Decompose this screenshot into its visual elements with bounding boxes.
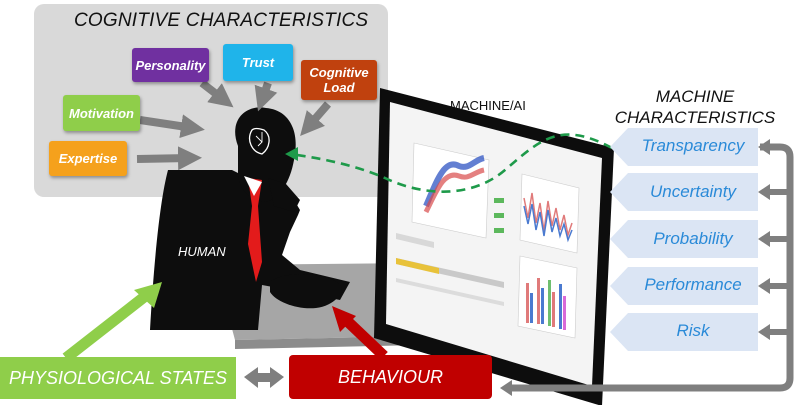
chip-motivation: Motivation xyxy=(63,95,140,131)
mc-item-risk: Risk xyxy=(676,321,710,340)
mc-item-performance: Performance xyxy=(644,275,742,294)
human-label: HUMAN xyxy=(178,244,226,259)
physiological-states-box: PHYSIOLOGICAL STATES xyxy=(0,357,236,399)
mc-item-transparency: Transparency xyxy=(641,136,745,155)
chip-trust: Trust xyxy=(223,44,293,81)
mc-item-probability: Probability xyxy=(653,229,733,248)
machine-characteristics-title: MACHINE CHARACTERISTICS xyxy=(614,87,776,127)
monitor xyxy=(374,88,614,405)
cognitive-title: COGNITIVE CHARACTERISTICS xyxy=(74,10,369,31)
chip-cognitive-load: Cognitive Load xyxy=(301,60,377,100)
human-figure xyxy=(150,107,350,330)
behaviour-box: BEHAVIOUR xyxy=(289,355,492,399)
machine-chevrons xyxy=(610,128,758,351)
chip-expertise: Expertise xyxy=(49,141,127,176)
chip-personality: Personality xyxy=(132,48,209,82)
machine-ai-label: MACHINE/AI xyxy=(450,98,526,113)
mc-item-uncertainty: Uncertainty xyxy=(650,182,736,201)
